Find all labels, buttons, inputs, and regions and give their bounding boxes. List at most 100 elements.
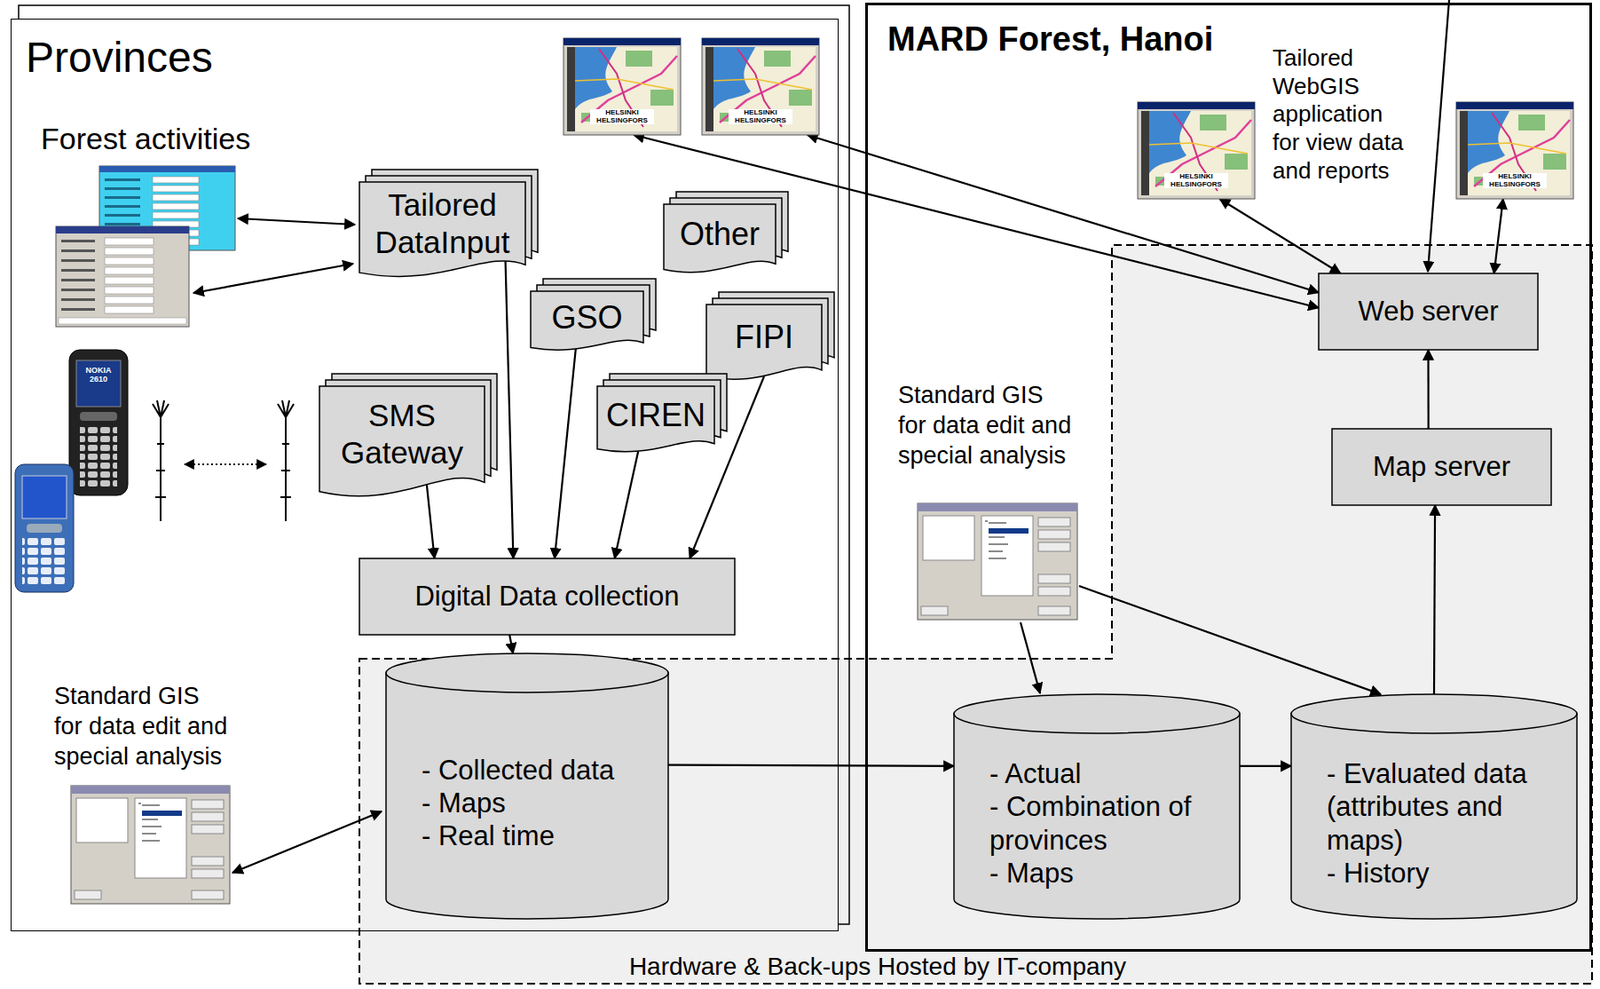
map-thumbnail: HELSINKI HELSINGFORS <box>1456 102 1574 199</box>
gis-screenshot <box>70 785 230 904</box>
box-text: - Collected data <box>421 753 615 787</box>
shape-part <box>701 38 820 135</box>
box-text: - History <box>1326 856 1429 890</box>
shape-part <box>597 386 715 452</box>
note-label: Standard GIS for data edit and special a… <box>54 681 231 772</box>
connector-arrow <box>1239 764 1292 767</box>
shape-part <box>705 47 816 132</box>
box-text: HELSINKI HELSINGFORS <box>728 109 793 125</box>
box-text: - Real time <box>421 819 555 852</box>
data-source: SMS Gateway <box>319 386 485 501</box>
gis-screenshot <box>917 503 1078 620</box>
map-thumbnail: HELSINKI HELSINGFORS <box>1137 102 1255 199</box>
connector-arrow <box>1426 349 1429 429</box>
shape-part <box>701 38 820 46</box>
shape-part <box>359 244 1593 984</box>
box-text: - Maps <box>421 786 506 820</box>
box-text: HELSINKI HELSINGFORS <box>1482 173 1547 189</box>
text-area: Digital Data collection <box>359 558 735 635</box>
antenna-symbol <box>152 400 294 521</box>
text-area: - Collected data- Maps- Real time <box>386 653 669 919</box>
section-label: Forest activities <box>40 120 325 158</box>
phone-brand: NOKIA 2610 <box>78 366 119 385</box>
box-text: Digital Data collection <box>414 579 679 613</box>
text-area: Map server <box>1332 428 1552 505</box>
mobile-phone <box>69 349 128 496</box>
shape-part <box>386 653 669 693</box>
shape-part <box>1456 102 1574 199</box>
database-cylinder: - Actual- Combination of provinces- Maps <box>953 693 1240 919</box>
shape-part <box>567 47 678 132</box>
radio-link <box>184 463 267 466</box>
text-area: CIREN <box>597 386 715 455</box>
box-text: SMS Gateway <box>326 396 478 472</box>
text-area: HELSINKI HELSINGFORS <box>701 38 820 135</box>
shape-part <box>1141 110 1252 196</box>
text-area: - Actual- Combination of provinces- Maps <box>953 693 1240 919</box>
shape-part <box>1459 110 1468 196</box>
text-area: HELSINKI HELSINGFORS <box>1137 102 1255 199</box>
connector-arrow <box>554 348 576 559</box>
shape-part <box>359 558 735 635</box>
shape-part <box>1291 713 1577 919</box>
connector-arrow <box>426 484 435 559</box>
shape-part <box>563 38 681 135</box>
shape-part <box>953 713 1240 919</box>
box-text: Hardware & Back-ups Hosted by IT-company <box>625 952 1130 981</box>
mobile-phone <box>15 464 74 592</box>
connector-arrow <box>1434 504 1435 694</box>
map-thumbnail: HELSINKI HELSINGFORS <box>701 38 820 135</box>
shape-part <box>705 47 714 132</box>
hosted-area-fill <box>359 244 1593 984</box>
connector-arrow <box>614 450 639 559</box>
box-text: - Actual <box>989 756 1081 790</box>
shape-part <box>1137 102 1255 199</box>
shape-part <box>575 78 674 90</box>
connector-arrow <box>509 634 513 654</box>
text-area: SMS Gateway <box>319 386 485 501</box>
box-text: HELSINKI HELSINGFORS <box>1164 173 1229 189</box>
shape-part <box>713 78 812 90</box>
connector-arrow <box>505 260 514 559</box>
shape-part <box>1456 102 1574 110</box>
shape-part <box>706 304 822 379</box>
box-text: Web server <box>1358 294 1499 328</box>
text-area: Other <box>663 204 776 276</box>
text-area: - Evaluated data (attributes and maps)- … <box>1291 693 1577 919</box>
label-anchor: Standard GIS for data edit and special a… <box>54 681 231 772</box>
box-text: Map server <box>1372 449 1511 483</box>
form-screenshot <box>55 226 190 327</box>
text-area: FIPI <box>706 304 822 383</box>
shape-part <box>386 672 669 919</box>
text-area: Web server <box>1318 273 1538 350</box>
shape-part <box>359 181 526 276</box>
panel-heading: Provinces <box>25 31 213 84</box>
panel-stack-edge <box>18 5 850 924</box>
panel-heading: MARD Forest, Hanoi <box>887 19 1214 61</box>
box-text: FIPI <box>734 317 794 356</box>
box-text: HELSINKI HELSINGFORS <box>590 109 655 125</box>
shape-part <box>1467 142 1567 154</box>
shape-part <box>1137 102 1255 110</box>
label-anchor: Tailored WebGIS application for view dat… <box>1272 44 1411 186</box>
data-source: Other <box>663 204 776 276</box>
server-box: Map server <box>1332 428 1552 505</box>
shape-part <box>1318 273 1538 350</box>
data-source: CIREN <box>597 386 715 455</box>
connector-arrow <box>668 764 954 766</box>
shape-part <box>953 693 1240 734</box>
server-box: Web server <box>1318 273 1538 350</box>
database-cylinder-outline <box>386 653 669 919</box>
label-anchor: NOKIA 2610 <box>78 366 119 385</box>
connector-arrow <box>1494 198 1504 274</box>
data-source: Tailored DataInput <box>359 181 526 281</box>
shape-part <box>663 204 776 273</box>
note-label: Standard GIS for data edit and special a… <box>898 380 1075 471</box>
map-thumbnail: HELSINKI HELSINGFORS <box>563 38 681 135</box>
shape-part <box>567 47 576 132</box>
shape-part <box>1291 693 1577 734</box>
text-area: HELSINKI HELSINGFORS <box>563 38 681 135</box>
text-area: GSO <box>530 291 644 353</box>
box-text: Tailored DataInput <box>366 186 519 261</box>
